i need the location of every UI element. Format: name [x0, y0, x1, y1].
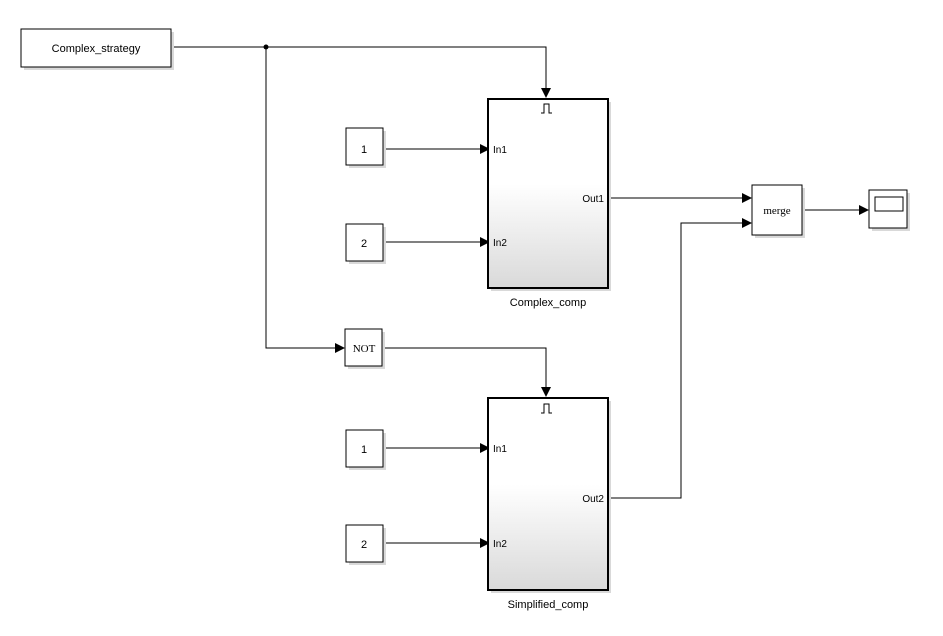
merge-label: merge — [763, 205, 790, 217]
port-in2-label: In2 — [493, 238, 507, 249]
arrow-not-in — [335, 343, 345, 353]
port-out2-label: Out2 — [582, 494, 604, 505]
complex-comp-subsystem[interactable]: In1 In2 Out1 Complex_comp — [487, 98, 611, 309]
scope-icon — [874, 196, 904, 212]
arrow-complex-enable — [541, 88, 551, 98]
arrow-complex-in2 — [480, 237, 490, 247]
simplified-comp-name: Simplified_comp — [508, 599, 589, 611]
constant-value: 1 — [361, 444, 367, 456]
complex-comp-name: Complex_comp — [510, 297, 586, 309]
wire-not-to-simplified-enable[interactable] — [383, 347, 547, 390]
port-out1-label: Out1 — [582, 194, 604, 205]
port-in1-label: In1 — [493, 444, 507, 455]
arrow-simplified-enable — [541, 387, 551, 397]
constant-value: 1 — [361, 144, 367, 156]
constant-value: 2 — [361, 238, 367, 250]
arrow-scope-in — [859, 205, 869, 215]
arrow-simplified-in1 — [480, 443, 490, 453]
complex-strategy-label: Complex_strategy — [52, 43, 141, 55]
scope-block[interactable] — [868, 189, 910, 231]
arrow-simplified-in2 — [480, 538, 490, 548]
enable-port-icon — [541, 103, 552, 114]
arrow-merge-in1 — [742, 193, 752, 203]
port-in1-label: In1 — [493, 145, 507, 156]
constant-value: 2 — [361, 539, 367, 551]
enable-port-icon — [541, 403, 552, 414]
signal-lines — [171, 44, 869, 548]
arrow-complex-in1 — [480, 144, 490, 154]
not-gate-block[interactable]: NOT — [344, 328, 385, 369]
wire-strategy-to-complex-enable[interactable] — [171, 46, 547, 91]
constant-block-top-1[interactable]: 1 — [345, 127, 386, 168]
simplified-comp-subsystem[interactable]: In1 In2 Out2 Simplified_comp — [487, 397, 611, 611]
constant-block-bottom-2[interactable]: 2 — [345, 524, 386, 565]
not-gate-label: NOT — [353, 343, 376, 355]
constant-block-top-2[interactable]: 2 — [345, 223, 386, 264]
wire-out2-to-merge[interactable] — [609, 222, 745, 499]
arrow-merge-in2 — [742, 218, 752, 228]
merge-block[interactable]: merge — [751, 184, 805, 238]
port-in2-label: In2 — [493, 539, 507, 550]
wire-strategy-to-not[interactable] — [265, 47, 338, 349]
constant-block-bottom-1[interactable]: 1 — [345, 429, 386, 470]
complex-strategy-block[interactable]: Complex_strategy — [20, 28, 174, 70]
